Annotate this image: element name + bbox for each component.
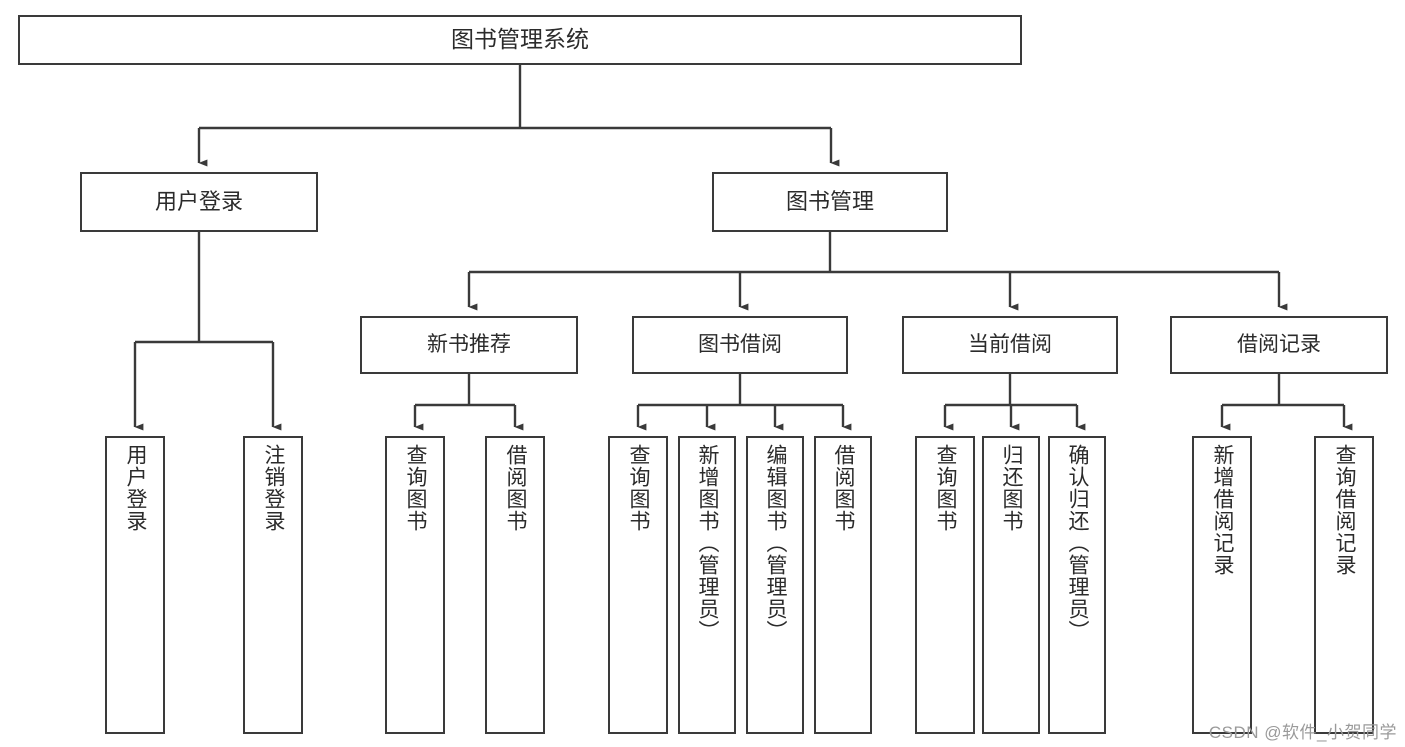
node-label: 新增图书（管理员） [696, 444, 720, 642]
node-leaf-return-book[interactable]: 归还图书 [982, 436, 1040, 734]
node-leaf-borrow-book-2[interactable]: 借阅图书 [814, 436, 872, 734]
node-label: 当前借阅 [968, 332, 1052, 356]
node-leaf-add-book-admin[interactable]: 新增图书（管理员） [678, 436, 736, 734]
node-label: 借阅图书 [504, 444, 528, 532]
node-leaf-edit-book-admin[interactable]: 编辑图书（管理员） [746, 436, 804, 734]
node-label: 借阅记录 [1237, 332, 1321, 356]
node-leaf-query-borrow-record[interactable]: 查询借阅记录 [1314, 436, 1374, 734]
node-borrow-record[interactable]: 借阅记录 [1170, 316, 1388, 374]
node-book-borrow[interactable]: 图书借阅 [632, 316, 848, 374]
node-label: 借阅图书 [832, 444, 856, 532]
node-leaf-user-login[interactable]: 用户登录 [105, 436, 165, 734]
node-label: 编辑图书（管理员） [764, 444, 788, 642]
node-user-login[interactable]: 用户登录 [80, 172, 318, 232]
node-label: 用户登录 [154, 189, 243, 215]
node-label: 图书管理 [785, 189, 874, 215]
node-leaf-confirm-return-admin[interactable]: 确认归还（管理员） [1048, 436, 1106, 734]
node-leaf-add-borrow-record[interactable]: 新增借阅记录 [1192, 436, 1252, 734]
node-label: 注销登录 [262, 444, 286, 532]
node-label: 查询图书 [404, 444, 428, 532]
node-leaf-query-book-1[interactable]: 查询图书 [385, 436, 445, 734]
node-label: 确认归还（管理员） [1066, 444, 1090, 642]
node-book-manage[interactable]: 图书管理 [712, 172, 948, 232]
node-label: 查询图书 [934, 444, 958, 532]
csdn-watermark: CSDN @软件_小贺同学 [1208, 723, 1397, 742]
node-leaf-user-logout[interactable]: 注销登录 [243, 436, 303, 734]
node-label: 查询图书 [627, 444, 651, 532]
node-current-borrow[interactable]: 当前借阅 [902, 316, 1118, 374]
node-leaf-query-book-3[interactable]: 查询图书 [915, 436, 975, 734]
node-label: 图书借阅 [698, 332, 782, 356]
node-root-system[interactable]: 图书管理系统 [18, 15, 1022, 65]
node-label: 归还图书 [1000, 444, 1024, 532]
node-label: 图书管理系统 [451, 26, 589, 53]
node-label: 新书推荐 [427, 332, 511, 356]
node-label: 用户登录 [124, 444, 148, 532]
node-label: 查询借阅记录 [1333, 444, 1357, 576]
node-new-book-recommend[interactable]: 新书推荐 [360, 316, 578, 374]
node-leaf-query-book-2[interactable]: 查询图书 [608, 436, 668, 734]
node-label: 新增借阅记录 [1211, 444, 1235, 576]
node-leaf-borrow-book-1[interactable]: 借阅图书 [485, 436, 545, 734]
